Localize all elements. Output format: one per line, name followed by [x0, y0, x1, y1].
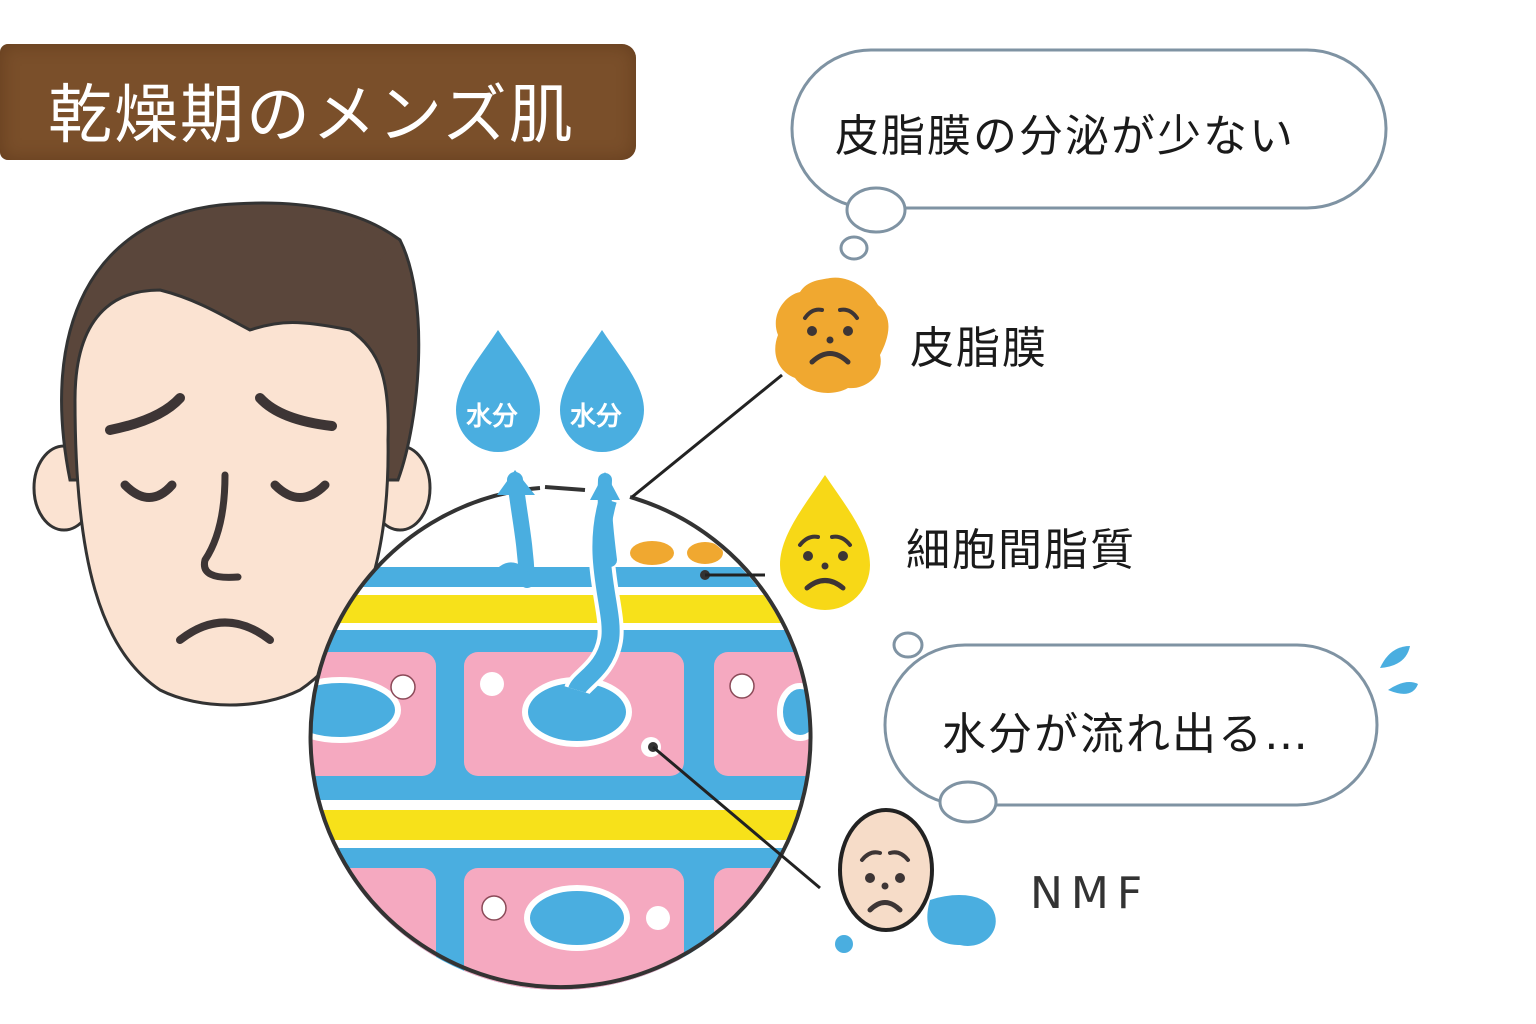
water-drop-icon: [560, 330, 644, 452]
page-title: 乾燥期のメンズ肌: [48, 79, 575, 153]
thought-bubble-top: [790, 48, 1388, 261]
sad-beige-face-icon: [835, 808, 996, 953]
water-drops: [456, 330, 644, 452]
label-sebum-film: 皮脂膜: [910, 323, 1048, 374]
label-nmf: NMF: [1030, 868, 1151, 919]
water-drop-icon: [456, 330, 540, 452]
thought-bubble-bottom: [883, 631, 1418, 824]
sweat-drop-icon: [1388, 682, 1418, 694]
bubble-text-bottom: 水分が流れ出る…: [942, 709, 1310, 760]
water-drop-label: 水分: [570, 402, 623, 432]
label-intercellular-lipid: 細胞間脂質: [906, 525, 1136, 576]
sad-yellow-drop-icon: [780, 475, 870, 610]
bubble-text-top: 皮脂膜の分泌が少ない: [835, 111, 1295, 162]
sweat-drop-icon: [1380, 646, 1410, 668]
sad-orange-blob-icon: [775, 277, 889, 393]
man-face: [32, 201, 432, 707]
title-banner: 乾燥期のメンズ肌: [0, 44, 636, 160]
water-drop-label: 水分: [466, 402, 519, 432]
skin-cross-section: [308, 470, 813, 990]
leader-line-sebum: [631, 373, 783, 499]
leader-line-nmf: [652, 745, 821, 890]
